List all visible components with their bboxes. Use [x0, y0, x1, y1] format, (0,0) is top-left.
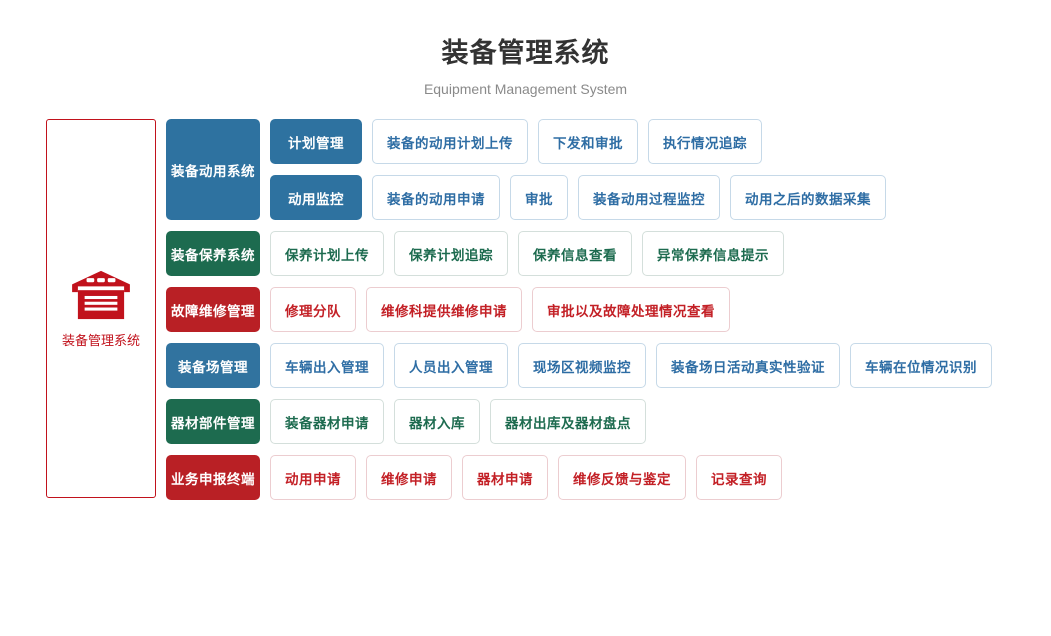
leaf-button[interactable]: 车辆出入管理 [270, 343, 384, 388]
page-title: 装备管理系统 [441, 38, 610, 68]
leaf-button[interactable]: 装备的动用申请 [372, 175, 500, 220]
leaf-button[interactable]: 人员出入管理 [394, 343, 508, 388]
subgroup-tile[interactable]: 计划管理 [270, 119, 362, 164]
leaf-button[interactable]: 维修科提供维修申请 [366, 287, 522, 332]
warehouse-icon [70, 269, 132, 321]
category-tile[interactable]: 装备场管理 [166, 343, 260, 388]
category-tile[interactable]: 器材部件管理 [166, 399, 260, 444]
category-tile[interactable]: 业务申报终端 [166, 455, 260, 500]
category-tile[interactable]: 装备保养系统 [166, 231, 260, 276]
row-fault-repair: 故障维修管理 修理分队 维修科提供维修申请 审批以及故障处理情况查看 [166, 287, 992, 332]
leaf-button[interactable]: 器材入库 [394, 399, 480, 444]
leaf-button[interactable]: 器材申请 [462, 455, 548, 500]
leaf-button[interactable]: 下发和审批 [538, 119, 638, 164]
leaf-button[interactable]: 装备器材申请 [270, 399, 384, 444]
leaf-button[interactable]: 动用申请 [270, 455, 356, 500]
leaf-button[interactable]: 装备动用过程监控 [578, 175, 720, 220]
leaf-button[interactable]: 装备的动用计划上传 [372, 119, 528, 164]
leaf-button[interactable]: 现场区视频监控 [518, 343, 646, 388]
leaf-button[interactable]: 审批以及故障处理情况查看 [532, 287, 730, 332]
brand-panel: 装备管理系统 [46, 119, 156, 498]
subgroup-column: 计划管理 动用监控 [270, 119, 362, 220]
leaf-button[interactable]: 记录查询 [696, 455, 782, 500]
category-tile[interactable]: 故障维修管理 [166, 287, 260, 332]
leaf-line: 装备的动用申请 审批 装备动用过程监控 动用之后的数据采集 [372, 175, 886, 220]
subgroup-tile[interactable]: 动用监控 [270, 175, 362, 220]
leaf-button[interactable]: 车辆在位情况识别 [850, 343, 992, 388]
leaf-button[interactable]: 动用之后的数据采集 [730, 175, 886, 220]
row-equipment-maintenance: 装备保养系统 保养计划上传 保养计划追踪 保养信息查看 异常保养信息提示 [166, 231, 992, 276]
leaf-button[interactable]: 执行情况追踪 [648, 119, 762, 164]
category-tile[interactable]: 装备动用系统 [166, 119, 260, 220]
leaf-button[interactable]: 器材出库及器材盘点 [490, 399, 646, 444]
row-depot-management: 装备场管理 车辆出入管理 人员出入管理 现场区视频监控 装备场日活动真实性验证 … [166, 343, 992, 388]
leaf-button[interactable]: 异常保养信息提示 [642, 231, 784, 276]
leaf-button[interactable]: 修理分队 [270, 287, 356, 332]
page-subtitle: Equipment Management System [423, 81, 628, 97]
category-rows: 装备动用系统 计划管理 动用监控 装备的动用计划上传 下发和审批 执行情况追踪 … [166, 119, 992, 500]
leaf-button[interactable]: 装备场日活动真实性验证 [656, 343, 840, 388]
leaf-button[interactable]: 保养计划上传 [270, 231, 384, 276]
leaf-button[interactable]: 维修申请 [366, 455, 452, 500]
leaf-line: 装备的动用计划上传 下发和审批 执行情况追踪 [372, 119, 886, 164]
page-header: 装备管理系统 Equipment Management System [0, 0, 1051, 98]
leaf-button[interactable]: 保养信息查看 [518, 231, 632, 276]
row-business-declaration-terminal: 业务申报终端 动用申请 维修申请 器材申请 维修反馈与鉴定 记录查询 [166, 455, 992, 500]
leaf-grid: 装备的动用计划上传 下发和审批 执行情况追踪 装备的动用申请 审批 装备动用过程… [372, 119, 886, 220]
row-equipment-dispatch: 装备动用系统 计划管理 动用监控 装备的动用计划上传 下发和审批 执行情况追踪 … [166, 119, 992, 220]
leaf-button[interactable]: 审批 [510, 175, 568, 220]
diagram-body: 装备管理系统 装备动用系统 计划管理 动用监控 装备的动用计划上传 下发和审批 … [0, 119, 1051, 500]
leaf-button[interactable]: 维修反馈与鉴定 [558, 455, 686, 500]
leaf-button[interactable]: 保养计划追踪 [394, 231, 508, 276]
row-parts-management: 器材部件管理 装备器材申请 器材入库 器材出库及器材盘点 [166, 399, 992, 444]
brand-label: 装备管理系统 [61, 332, 140, 348]
